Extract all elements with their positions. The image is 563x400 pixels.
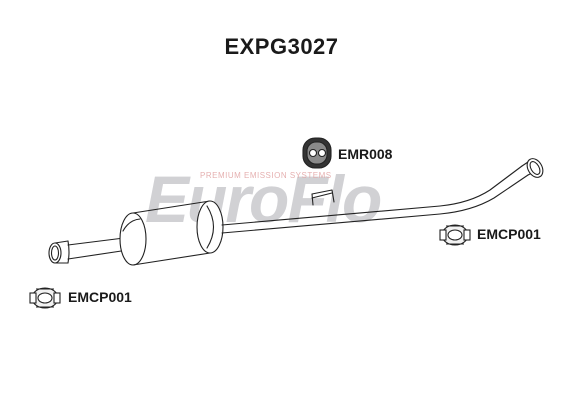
pipe-clamp-icon-right bbox=[439, 224, 471, 246]
silencer-box bbox=[119, 200, 224, 266]
inlet-pipe-end bbox=[48, 237, 129, 264]
rubber-mount-icon bbox=[302, 137, 332, 169]
outlet-pipe-end bbox=[521, 158, 544, 178]
product-code-title: EXPG3027 bbox=[224, 34, 339, 59]
mid-pipe bbox=[221, 165, 529, 234]
part-label-clamp-right: EMCP001 bbox=[477, 226, 541, 242]
part-label-clamp-left: EMCP001 bbox=[68, 289, 132, 305]
pipe-clamp-icon-left bbox=[29, 287, 61, 309]
exhaust-section bbox=[48, 158, 544, 266]
euroflo-watermark: EuroFlo PREMIUM EMISSION SYSTEMS bbox=[145, 162, 383, 236]
part-label-rubber-mount: EMR008 bbox=[338, 146, 393, 162]
watermark-brand: EuroFlo bbox=[145, 162, 381, 236]
watermark-tagline: PREMIUM EMISSION SYSTEMS bbox=[200, 171, 332, 180]
